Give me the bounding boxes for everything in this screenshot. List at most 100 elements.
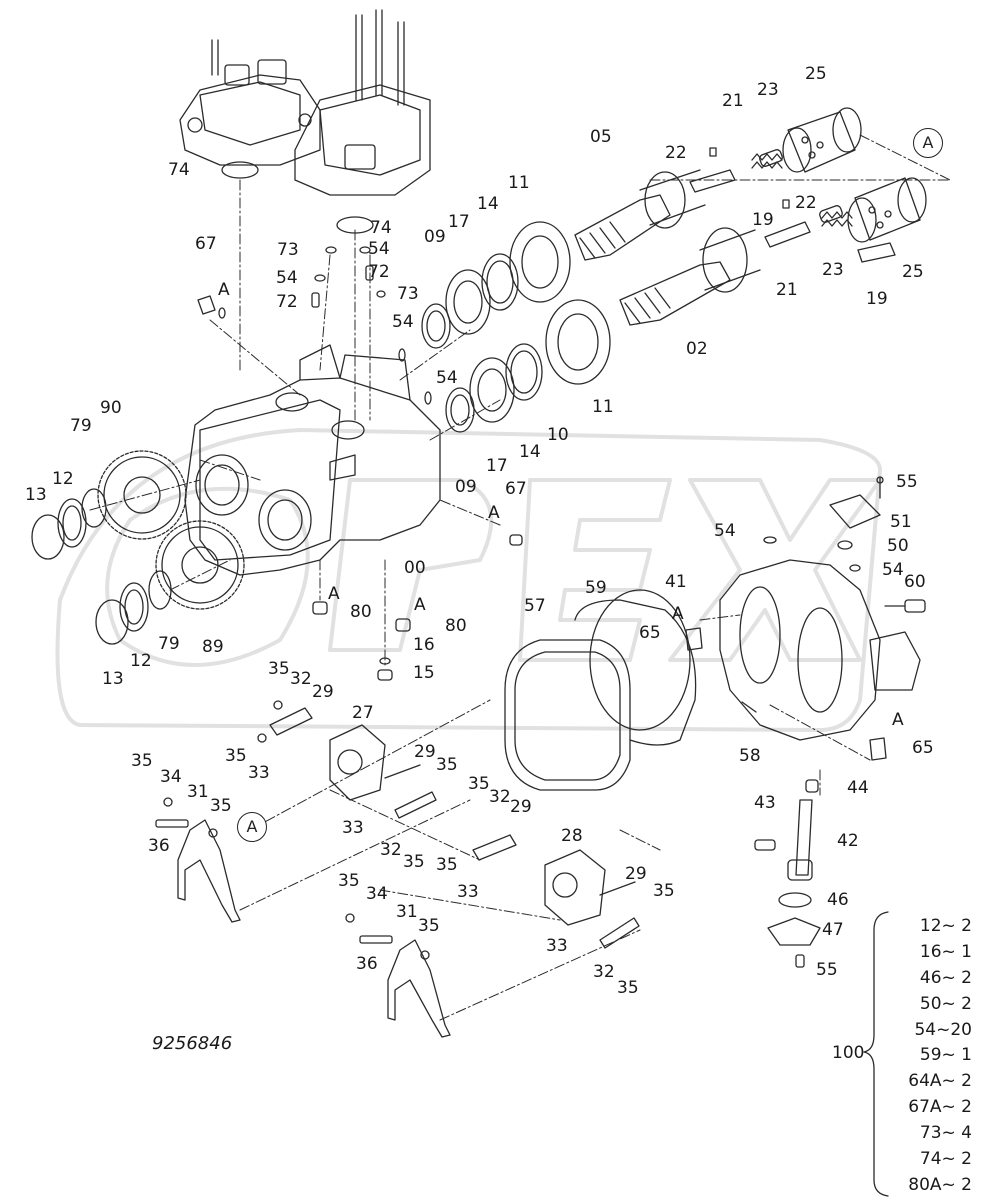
callout-label: 21: [776, 280, 798, 300]
callout-label: 73: [397, 284, 419, 304]
callout-label: 35: [436, 755, 458, 775]
callout-label: 54: [276, 268, 298, 288]
reference-marker-a-top: A: [913, 128, 943, 158]
callout-label: 14: [477, 194, 499, 214]
callout-label: 74: [370, 218, 392, 238]
callout-label: 00: [404, 558, 426, 578]
callout-label: 32: [290, 669, 312, 689]
callout-label: 28: [561, 826, 583, 846]
callout-label: 42: [837, 831, 859, 851]
callout-label: 29: [510, 797, 532, 817]
callout-label: 67: [195, 234, 217, 254]
callout-label: 36: [148, 836, 170, 856]
kit-item: 12~ 2: [919, 916, 972, 936]
drawing-number: 9256846: [152, 1033, 233, 1054]
callout-label: 59: [585, 578, 607, 598]
callout-label: 11: [508, 173, 530, 193]
callout-label: 32: [489, 787, 511, 807]
kit-item: 50~ 2: [919, 993, 972, 1014]
callout-label: 35: [436, 855, 458, 875]
kit-parts-list: 12~ 2 16~ 1 46~ 2 50~ 2 54~20 59~ 1 64A~…: [882, 914, 972, 1199]
servo-27: [257, 700, 437, 819]
callout-label: 29: [414, 742, 436, 762]
callout-label: 54: [392, 312, 414, 332]
assembly-lines: [89, 134, 951, 1021]
reference-marker-a-bottom: A: [237, 812, 267, 842]
callout-label: 13: [102, 669, 124, 689]
callout-label: 09: [455, 477, 477, 497]
kit-item: 74~ 2: [919, 1149, 972, 1170]
callout-label: 21: [722, 91, 744, 111]
callout-label: 51: [890, 512, 912, 532]
callout-label: 17: [448, 212, 470, 232]
callout-label: 57: [524, 596, 546, 616]
cylinder-block-lower: [764, 177, 927, 263]
callout-label: 72: [368, 262, 390, 282]
gear-89: [155, 520, 245, 610]
callout-label: 50: [887, 536, 909, 556]
callout-label: 14: [519, 442, 541, 462]
snap-rings: [31, 488, 172, 645]
callout-label: 33: [546, 936, 568, 956]
callout-label: 35: [338, 871, 360, 891]
callout-label: 35: [468, 774, 490, 794]
callout-label: 27: [352, 703, 374, 723]
callout-label: 32: [593, 962, 615, 982]
callout-label: 25: [902, 262, 924, 282]
callout-label: 35: [131, 751, 153, 771]
callout-label: 54: [368, 239, 390, 259]
callout-label: 79: [70, 416, 92, 436]
callout-label: 23: [757, 80, 779, 100]
callout-label: 58: [739, 746, 761, 766]
callout-label: 16: [413, 635, 435, 655]
callout-label: 32: [380, 840, 402, 860]
callout-label: 67: [505, 479, 527, 499]
callout-label: 31: [396, 902, 418, 922]
callout-label: 65: [912, 738, 934, 758]
callout-label: 35: [225, 746, 247, 766]
callout-label: 35: [268, 659, 290, 679]
callout-label: 74: [168, 160, 190, 180]
springs: [751, 153, 853, 227]
callout-label: 72: [276, 292, 298, 312]
callout-label: A: [672, 604, 684, 624]
gear-90: [97, 450, 187, 540]
callout-label: 36: [356, 954, 378, 974]
callout-label: 29: [625, 864, 647, 884]
callout-label: 55: [896, 472, 918, 492]
callout-label: 23: [822, 260, 844, 280]
callout-label: 54: [436, 368, 458, 388]
callout-label: 60: [904, 572, 926, 592]
callout-label: 35: [653, 881, 675, 901]
callout-label: 80: [350, 602, 372, 622]
bearings-upper: [421, 221, 571, 349]
callout-label: 35: [418, 916, 440, 936]
callout-label: 90: [100, 398, 122, 418]
fork-31-lower: [345, 913, 451, 1038]
callout-label: 12: [52, 469, 74, 489]
cylinder-block-upper: [689, 107, 862, 193]
kit-brace: [863, 911, 889, 1197]
callout-label: 89: [202, 637, 224, 657]
callout-label: 33: [457, 882, 479, 902]
callout-label: 17: [486, 456, 508, 476]
callout-label: 11: [592, 397, 614, 417]
callout-label: 13: [25, 485, 47, 505]
callout-label: 54: [882, 560, 904, 580]
callout-label: A: [218, 280, 230, 300]
pipe-assembly: [754, 779, 821, 968]
callout-label: A: [328, 584, 340, 604]
kit-item: 54~20: [914, 1019, 972, 1040]
callout-label: 79: [158, 634, 180, 654]
shaft-05: [574, 169, 706, 261]
callout-label: 65: [639, 623, 661, 643]
control-valve-left: [179, 39, 321, 179]
shaft-02: [619, 227, 761, 326]
callout-label: 35: [617, 978, 639, 998]
callout-label: 34: [160, 767, 182, 787]
callout-label: 80: [445, 616, 467, 636]
callout-label: 34: [366, 884, 388, 904]
callout-label: 19: [752, 210, 774, 230]
